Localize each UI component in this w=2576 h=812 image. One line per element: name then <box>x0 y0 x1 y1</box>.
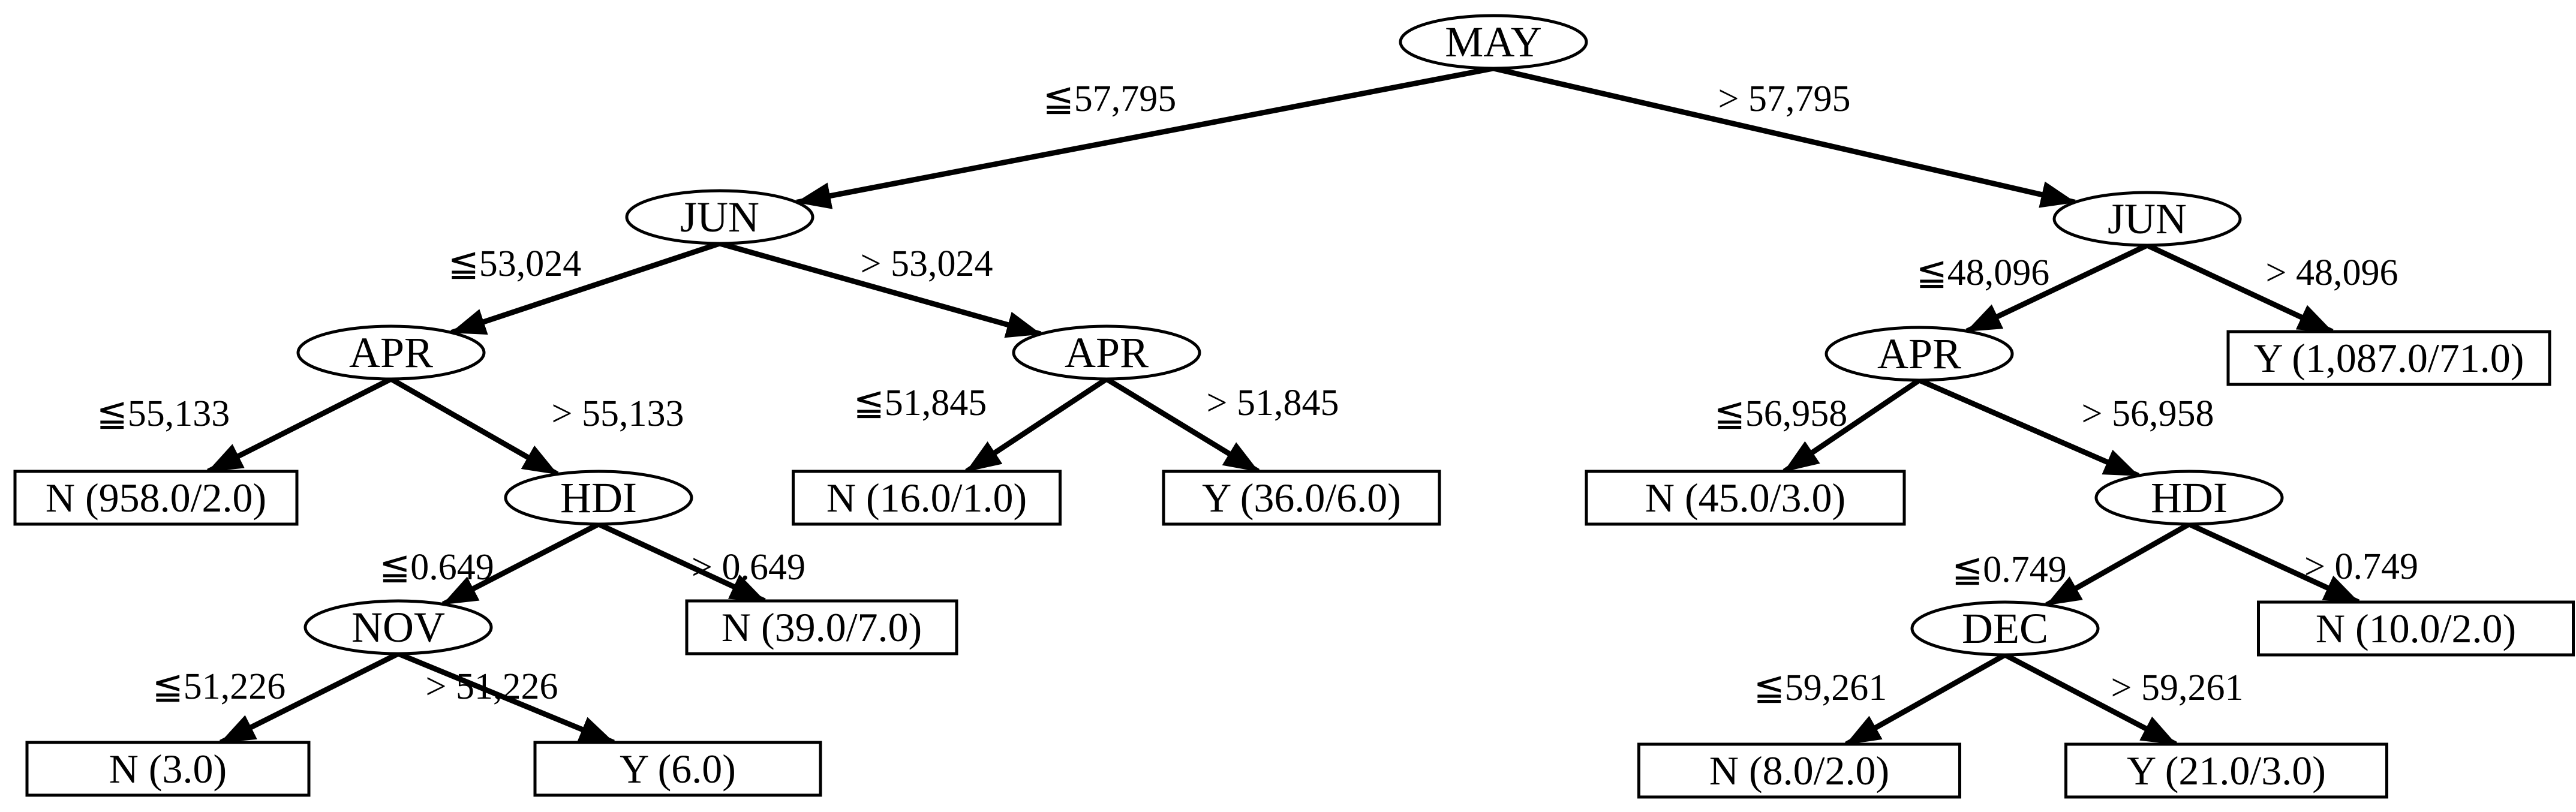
edge-apr_ll-n958 <box>207 376 393 474</box>
edge-label-hdi_r-n10: > 0.749 <box>2304 546 2418 587</box>
node-label-n958: N (958.0/2.0) <box>46 475 266 521</box>
edge-label-hdi_l-nov: ≦0.649 <box>379 547 494 588</box>
leaf-node-n10: N (10.0/2.0) <box>2257 600 2575 657</box>
node-label-may: MAY <box>1445 18 1541 66</box>
node-label-y36: Y (36.0/6.0) <box>1202 475 1401 521</box>
decision-node-jun_r: JUN <box>2052 191 2242 247</box>
decision-node-dec: DEC <box>1910 600 2100 657</box>
node-label-n10: N (10.0/2.0) <box>2316 606 2516 651</box>
edge-label-apr_r-hdi_r: > 56,958 <box>2082 393 2214 434</box>
edge-label-jun_l-apr_lr: > 53,024 <box>861 243 993 284</box>
node-label-n39: N (39.0/7.0) <box>722 605 922 650</box>
node-label-n3: N (3.0) <box>109 746 227 792</box>
node-label-jun_l: JUN <box>680 193 759 241</box>
edge-apr_ll-hdi_l <box>389 377 559 477</box>
edge-label-may-jun_r: > 57,795 <box>1718 79 1851 119</box>
node-label-y1087: Y (1,087.0/71.0) <box>2254 335 2524 381</box>
edge-label-hdi_l-n39: > 0.649 <box>692 547 805 588</box>
edge-jun_l-apr_ll <box>450 240 721 335</box>
leaf-node-y36: Y (36.0/6.0) <box>1162 470 1441 526</box>
node-label-nov: NOV <box>351 603 445 651</box>
node-label-n45: N (45.0/3.0) <box>1645 475 1845 521</box>
leaf-node-y21: Y (21.0/3.0) <box>2064 742 2388 799</box>
leaf-node-n3: N (3.0) <box>25 741 311 797</box>
leaf-node-n8: N (8.0/2.0) <box>1637 742 1961 799</box>
decision-node-apr_lr: APR <box>1012 324 1201 381</box>
edges-layer <box>207 65 2360 747</box>
leaf-node-y1087: Y (1,087.0/71.0) <box>2226 330 2551 386</box>
edge-hdi_l-nov <box>441 521 600 607</box>
node-label-hdi_l: HDI <box>560 474 637 522</box>
edge-label-jun_l-apr_ll: ≦53,024 <box>448 243 581 284</box>
edge-hdi_r-dec <box>2045 522 2191 608</box>
decision-node-hdi_r: HDI <box>2094 470 2284 526</box>
edge-apr_lr-n16 <box>965 377 1108 474</box>
edge-label-dec-y21: > 59,261 <box>2111 667 2244 708</box>
leaf-node-n39: N (39.0/7.0) <box>685 599 958 655</box>
edge-may-jun_l <box>795 65 1494 209</box>
edge-label-hdi_r-dec: ≦0.749 <box>1952 549 2066 590</box>
edge-jun_r-apr_r <box>1965 242 2148 334</box>
edge-hdi_r-n10 <box>2188 521 2360 605</box>
node-label-apr_lr: APR <box>1065 329 1149 377</box>
edge-label-may-jun_l: ≦57,795 <box>1043 79 1176 119</box>
decision-node-hdi_l: HDI <box>504 470 693 526</box>
edge-hdi_l-n39 <box>597 521 766 604</box>
decision-node-apr_ll: APR <box>296 324 486 381</box>
edge-label-apr_lr-y36: > 51,845 <box>1207 383 1339 423</box>
decision-node-may: MAY <box>1399 14 1588 70</box>
edge-apr_r-n45 <box>1783 378 1921 474</box>
edge-dec-y21 <box>2003 652 2177 747</box>
node-label-y6: Y (6.0) <box>620 746 736 792</box>
nodes-layer: MAY JUN JUN APR APR APR Y (1,087.0/71.0) N (958… <box>13 14 2575 799</box>
edge-nov-y6 <box>397 651 615 745</box>
node-label-jun_r: JUN <box>2108 195 2187 243</box>
edge-jun_l-apr_lr <box>719 240 1042 338</box>
edge-apr_lr-y36 <box>1105 377 1260 474</box>
edge-label-nov-n3: ≦51,226 <box>152 666 285 707</box>
decision-node-jun_l: JUN <box>625 189 814 245</box>
edge-apr_r-hdi_r <box>1918 377 2140 479</box>
leaf-node-n45: N (45.0/3.0) <box>1585 470 1906 526</box>
node-label-hdi_r: HDI <box>2151 474 2228 522</box>
edge-labels-layer: ≦57,795 > 57,795 ≦53,024 > 53,024 ≦48,096 > 4… <box>97 79 2418 708</box>
leaf-node-n16: N (16.0/1.0) <box>792 470 1062 526</box>
node-label-apr_ll: APR <box>349 329 433 377</box>
edge-label-apr_ll-n958: ≦55,133 <box>97 393 230 434</box>
edge-label-jun_r-apr_r: ≦48,096 <box>1916 252 2049 293</box>
edge-label-apr_ll-hdi_l: > 55,133 <box>552 393 684 434</box>
node-label-n8: N (8.0/2.0) <box>1709 748 1889 793</box>
edge-jun_r-y1087 <box>2146 242 2334 335</box>
edge-may-jun_r <box>1492 65 2076 208</box>
node-label-dec: DEC <box>1962 605 2048 652</box>
node-label-y21: Y (21.0/3.0) <box>2127 748 2326 793</box>
leaf-node-n958: N (958.0/2.0) <box>13 470 299 526</box>
node-label-apr_r: APR <box>1877 330 1961 378</box>
edge-label-nov-y6: > 51,226 <box>426 666 558 707</box>
edge-label-jun_r-y1087: > 48,096 <box>2266 252 2398 293</box>
node-label-n16: N (16.0/1.0) <box>826 475 1027 521</box>
leaf-node-y6: Y (6.0) <box>533 741 822 797</box>
decision-node-apr_r: APR <box>1824 326 2014 382</box>
edge-label-dec-n8: ≦59,261 <box>1754 667 1887 708</box>
edge-dec-n8 <box>1844 652 2007 747</box>
edge-label-apr_r-n45: ≦56,958 <box>1714 393 1847 434</box>
decision-node-nov: NOV <box>303 599 493 655</box>
edge-label-apr_lr-n16: ≦51,845 <box>853 383 987 423</box>
edge-nov-n3 <box>219 651 400 745</box>
